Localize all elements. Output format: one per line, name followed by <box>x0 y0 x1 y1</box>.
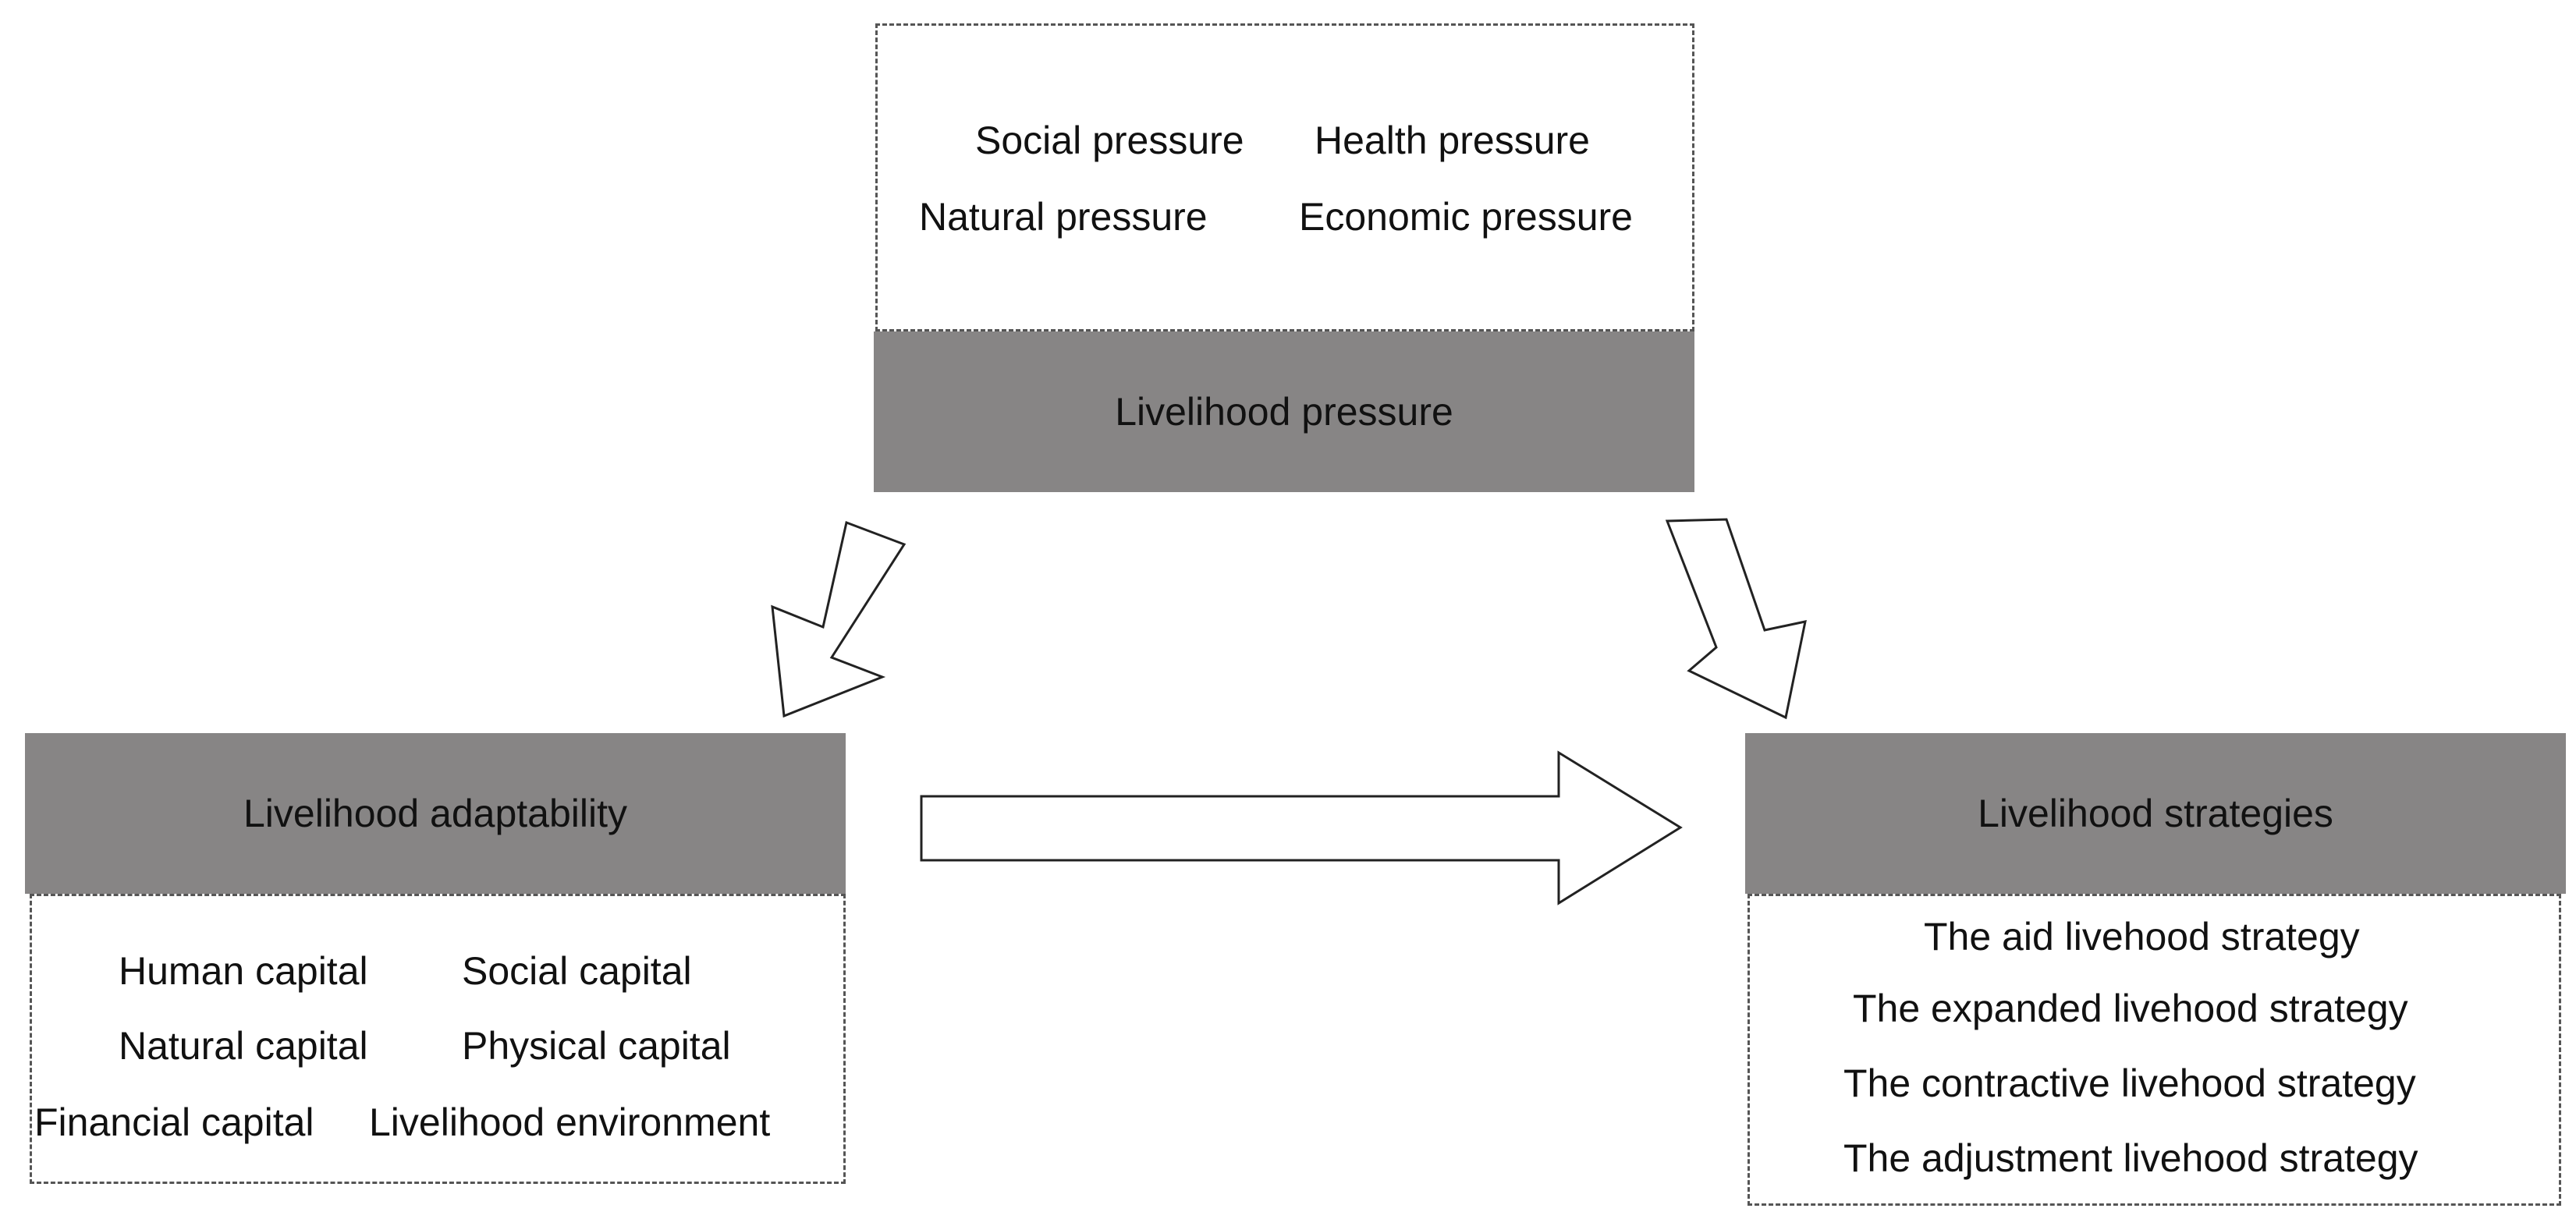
adaptability-header: Livelihood adaptability <box>25 733 846 894</box>
strategies-item-contractive: The contractive livehood strategy <box>1843 1061 2416 1105</box>
pressure-header: Livelihood pressure <box>874 331 1694 492</box>
adaptability-item-physical: Physical capital <box>462 1024 731 1068</box>
adaptability-item-social: Social capital <box>462 949 692 993</box>
pressure-item-social: Social pressure <box>975 119 1244 162</box>
strategies-item-adjustment: The adjustment livehood strategy <box>1843 1136 2418 1180</box>
arrow-pressure-to-adaptability <box>771 520 907 718</box>
pressure-items-box <box>875 23 1694 331</box>
pressure-item-economic: Economic pressure <box>1299 195 1633 239</box>
pressure-item-health: Health pressure <box>1315 119 1590 162</box>
arrow-pressure-to-strategies <box>1665 518 1807 720</box>
adaptability-items-box <box>30 894 846 1184</box>
adaptability-title: Livelihood adaptability <box>243 792 628 835</box>
adaptability-item-financial: Financial capital <box>34 1100 314 1144</box>
pressure-item-natural: Natural pressure <box>919 195 1208 239</box>
adaptability-item-natural: Natural capital <box>119 1024 368 1068</box>
adaptability-item-human: Human capital <box>119 949 368 993</box>
strategies-item-expanded: The expanded livehood strategy <box>1853 987 2408 1030</box>
adaptability-item-environment: Livelihood environment <box>369 1100 771 1144</box>
strategies-items-box <box>1747 894 2561 1206</box>
strategies-item-aid: The aid livehood strategy <box>1924 915 2360 959</box>
strategies-header: Livelihood strategies <box>1745 733 2566 894</box>
strategies-title: Livelihood strategies <box>1978 792 2333 835</box>
arrow-adaptability-to-strategies <box>920 750 1683 905</box>
pressure-title: Livelihood pressure <box>1115 390 1453 434</box>
